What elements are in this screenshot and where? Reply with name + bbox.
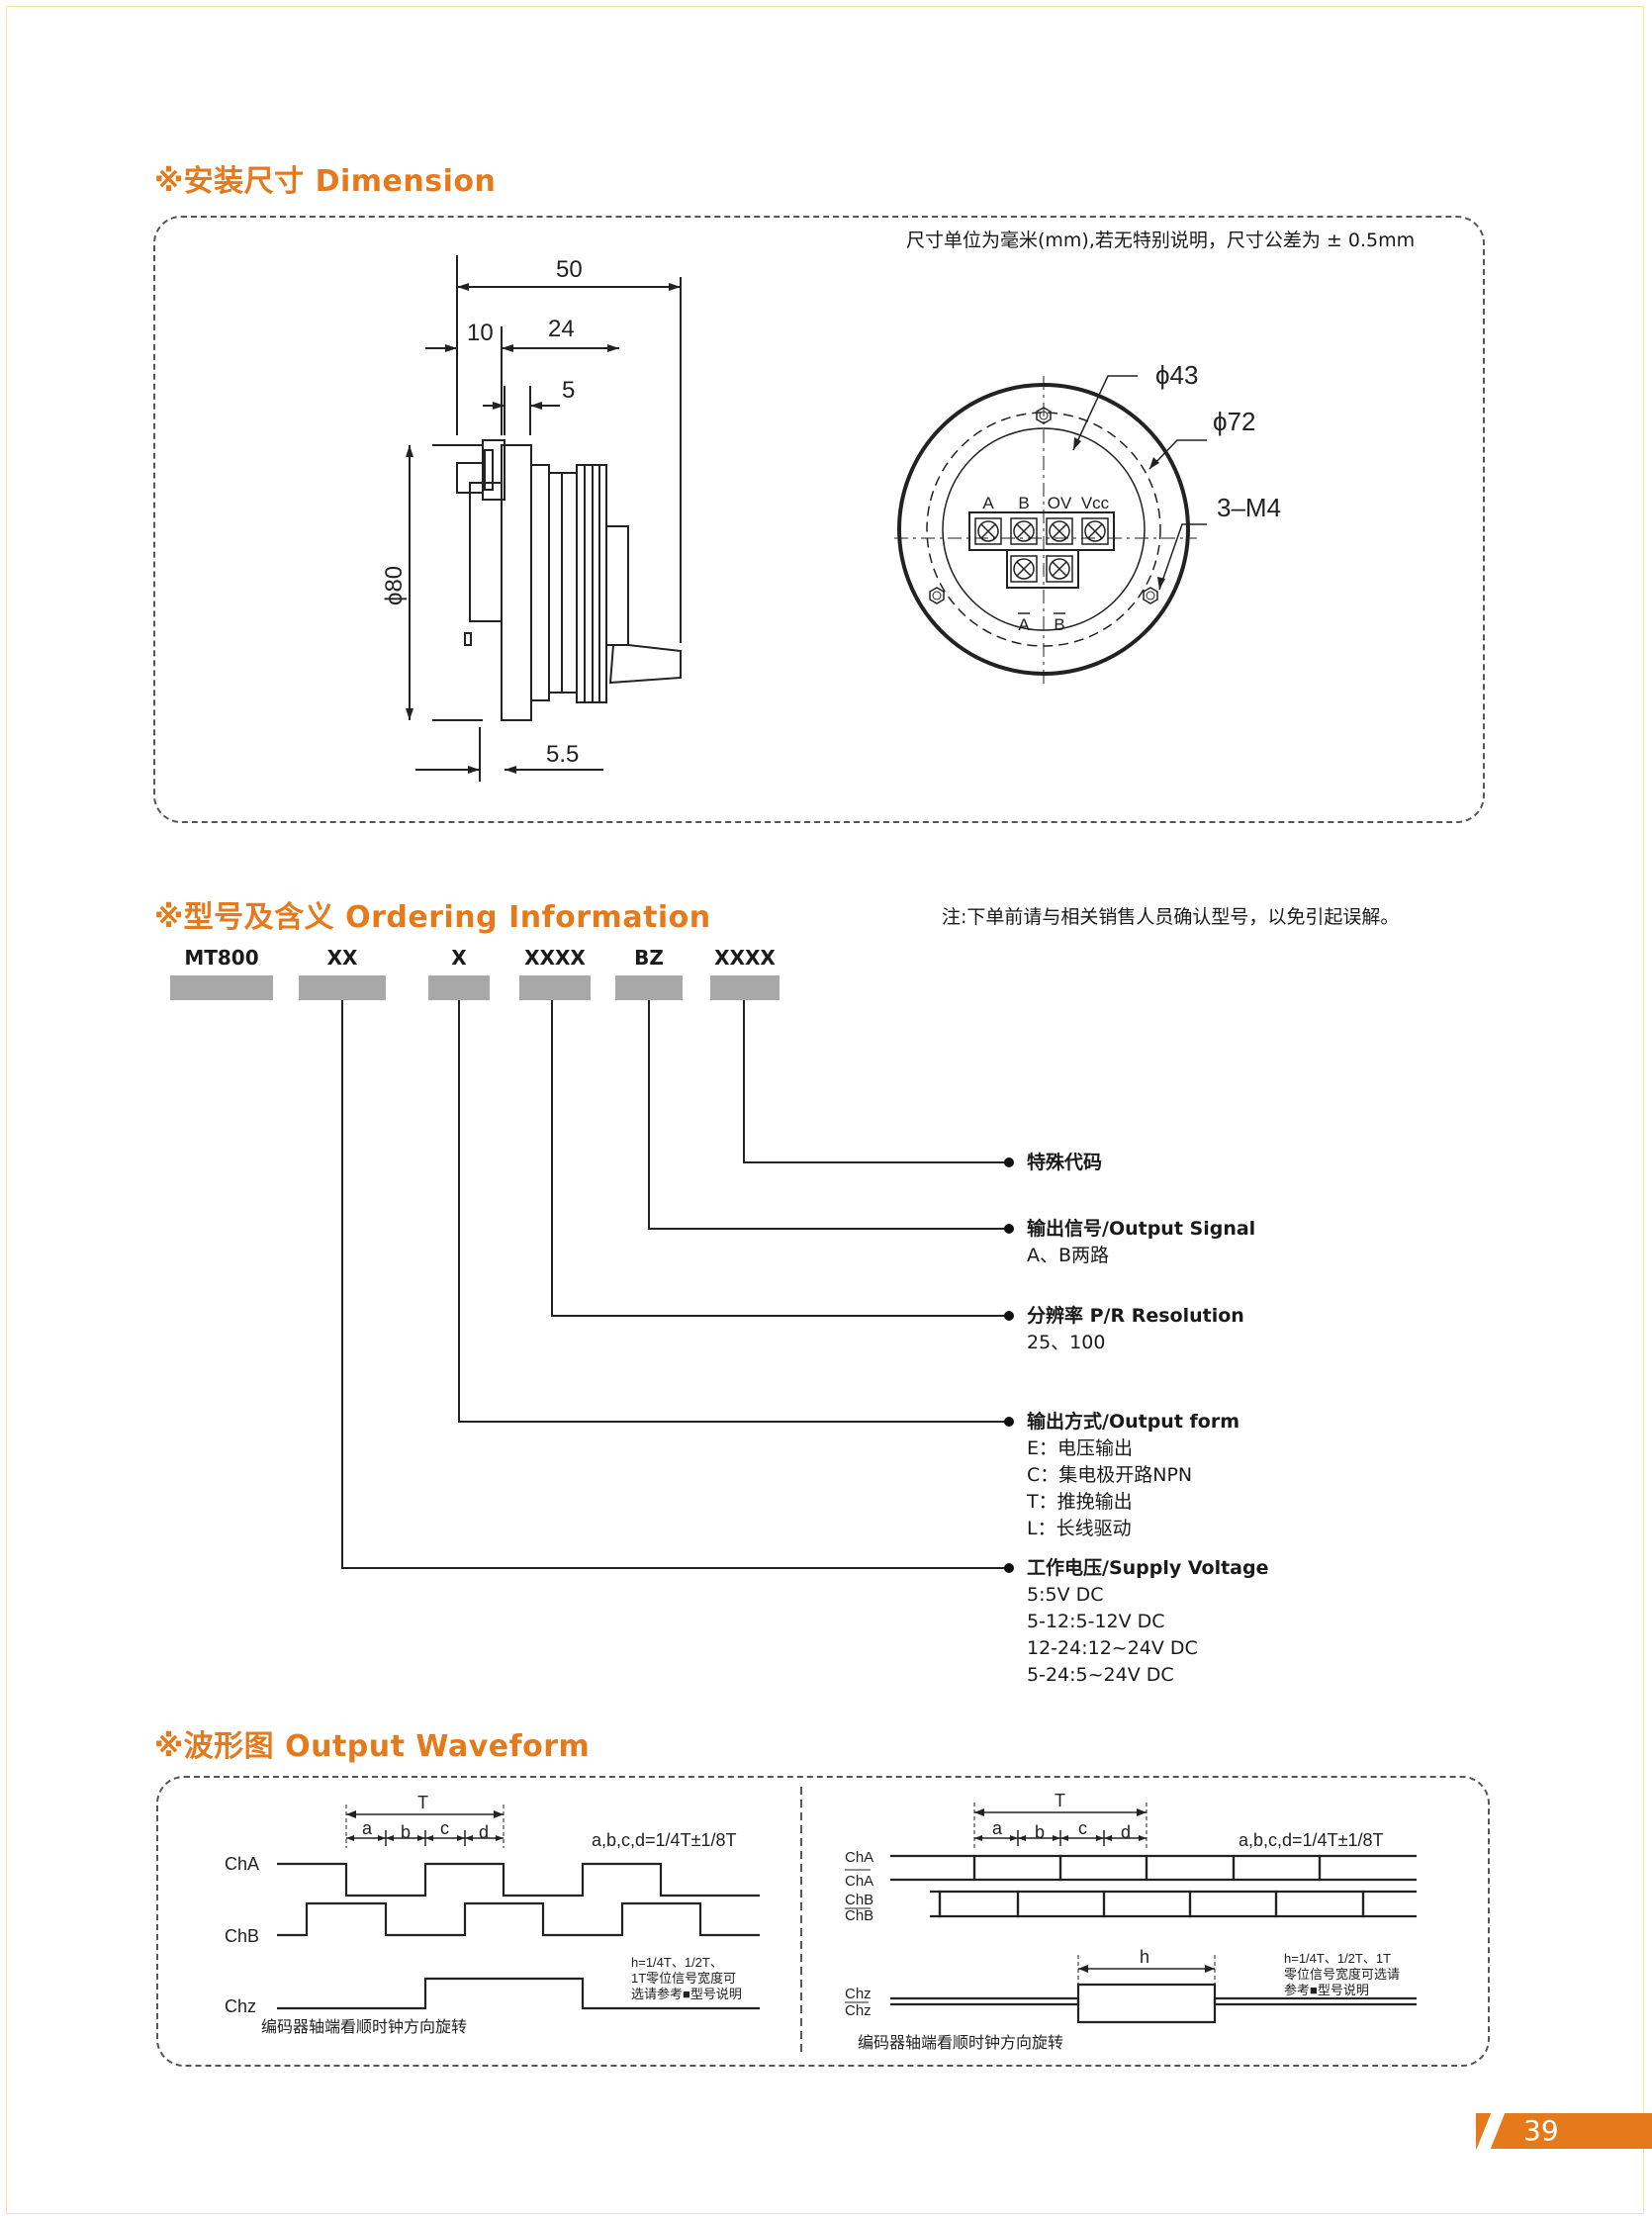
right-note-3: 参考■型号说明 bbox=[1284, 1983, 1369, 1997]
code-bar-voltage bbox=[299, 975, 386, 1000]
right-note-2: 零位信号宽度可选请 bbox=[1284, 1967, 1400, 1982]
left-d: d bbox=[479, 1822, 489, 1842]
dim-m4: 3–M4 bbox=[1217, 493, 1281, 522]
dim-24: 24 bbox=[548, 316, 575, 342]
left-a: a bbox=[362, 1818, 373, 1838]
left-c: c bbox=[440, 1818, 449, 1838]
output-form-e: E：电压输出 bbox=[1027, 1437, 1134, 1459]
left-caption: 编码器轴端看顺时钟方向旋转 bbox=[261, 2018, 467, 2036]
right-note-1: h=1/4T、1/2T、1T bbox=[1284, 1951, 1391, 1966]
ordering-item-resolution: 分辨率 P/R Resolution 25、100 bbox=[1027, 1303, 1244, 1356]
resolution-heading: 分辨率 P/R Resolution bbox=[1027, 1305, 1244, 1327]
ordering-item-output-form: 输出方式/Output form E：电压输出 C：集电极开路NPN T：推挽输… bbox=[1027, 1409, 1239, 1542]
code-resolution: XXXX bbox=[524, 946, 586, 970]
dim-5: 5 bbox=[562, 377, 575, 404]
right-period-t: T bbox=[1055, 1791, 1065, 1810]
right-h: h bbox=[1140, 1947, 1149, 1967]
left-label-chz: Chz bbox=[225, 1996, 256, 2016]
unit-note: 尺寸单位为毫米(mm),若无特别说明，尺寸公差为 ± 0.5mm bbox=[906, 230, 1416, 251]
output-form-t: T：推挽输出 bbox=[1027, 1491, 1133, 1513]
left-note-2: 1T零位信号宽度可 bbox=[631, 1971, 736, 1986]
left-b: b bbox=[401, 1822, 411, 1842]
terminal-vcc: Vcc bbox=[1081, 494, 1110, 512]
waveform-divider bbox=[800, 1787, 802, 2054]
supply-voltage-12-24: 12-24:12~24V DC bbox=[1027, 1637, 1198, 1659]
code-output-signal: BZ bbox=[634, 946, 664, 970]
supply-voltage-5: 5:5V DC bbox=[1027, 1584, 1104, 1606]
dim-43: ϕ43 bbox=[1155, 360, 1198, 390]
waveform-title: ※波形图 Output Waveform bbox=[154, 1729, 591, 1764]
dim-72: ϕ72 bbox=[1213, 407, 1255, 436]
right-label-cha: ChA bbox=[845, 1849, 873, 1866]
output-signal-heading: 输出信号/Output Signal bbox=[1027, 1218, 1256, 1240]
supply-voltage-5-12: 5-12:5-12V DC bbox=[1027, 1611, 1165, 1632]
right-label-chz: Chz bbox=[845, 1986, 872, 2002]
ordering-connectors bbox=[341, 1000, 1014, 1573]
output-signal-value: A、B两路 bbox=[1027, 1245, 1110, 1266]
dim-80: ϕ80 bbox=[381, 566, 408, 605]
waveform-left: T a b c d a,b,c,d=1/4T±1/8T ChA ChB Chz … bbox=[225, 1793, 760, 2036]
dim-10: 10 bbox=[467, 320, 494, 346]
code-bar-resolution bbox=[519, 975, 591, 1000]
left-period-t: T bbox=[417, 1793, 428, 1812]
right-label-chb: ChB bbox=[845, 1892, 873, 1908]
ordering-title: ※型号及含义 Ordering Information bbox=[154, 900, 711, 935]
dim-50: 50 bbox=[556, 256, 583, 283]
ordering-item-supply-voltage: 工作电压/Supply Voltage 5:5V DC 5-12:5-12V D… bbox=[1027, 1555, 1269, 1689]
waveform-box bbox=[156, 1776, 1490, 2067]
code-bar-output-signal bbox=[615, 975, 683, 1000]
ordering-note: 注:下单前请与相关销售人员确认型号，以免引起误解。 bbox=[942, 906, 1400, 928]
code-mt800: MT800 bbox=[184, 946, 259, 970]
terminal-a-bar: A bbox=[1018, 615, 1030, 634]
right-label-chz-bar: Chz bbox=[845, 2002, 872, 2019]
code-special: XXXX bbox=[714, 946, 776, 970]
left-note-3: 选请参考■型号说明 bbox=[631, 1987, 742, 2001]
output-form-l: L：长线驱动 bbox=[1027, 1518, 1132, 1539]
right-a: a bbox=[992, 1818, 1003, 1838]
ordering-item-special: 特殊代码 bbox=[1027, 1150, 1102, 1176]
code-bar-mt800 bbox=[170, 975, 273, 1000]
code-voltage: XX bbox=[326, 946, 358, 970]
side-view-drawing: 50 10 24 5 5.5 ϕ80 bbox=[381, 255, 682, 782]
right-caption: 编码器轴端看顺时钟方向旋转 bbox=[858, 2034, 1063, 2052]
code-output-form: X bbox=[451, 946, 467, 970]
right-label-chb-bar: ChB bbox=[845, 1907, 873, 1924]
page-number: 39 bbox=[1476, 2113, 1652, 2149]
front-view-drawing: ϕ43 ϕ72 3–M4 A B OV Vcc A B bbox=[894, 360, 1281, 688]
terminal-b-bar: B bbox=[1054, 615, 1064, 634]
supply-voltage-5-24: 5-24:5~24V DC bbox=[1027, 1664, 1174, 1686]
supply-voltage-heading: 工作电压/Supply Voltage bbox=[1027, 1557, 1269, 1579]
special-code-heading: 特殊代码 bbox=[1027, 1152, 1103, 1173]
code-bar-output-form bbox=[428, 975, 490, 1000]
terminal-0v: OV bbox=[1048, 494, 1072, 512]
waveform-right: T a b c d a,b,c,d=1/4T±1/8T h ChA ChA Ch… bbox=[845, 1791, 1417, 2052]
left-note-1: h=1/4T、1/2T、 bbox=[631, 1955, 723, 1970]
dimension-box bbox=[153, 216, 1485, 823]
right-b: b bbox=[1035, 1822, 1045, 1842]
dimension-title: ※安装尺寸 Dimension bbox=[154, 164, 497, 199]
ordering-item-output-signal: 输出信号/Output Signal A、B两路 bbox=[1027, 1216, 1255, 1269]
dim-5-5: 5.5 bbox=[546, 741, 579, 768]
left-formula: a,b,c,d=1/4T±1/8T bbox=[592, 1830, 736, 1850]
right-d: d bbox=[1121, 1822, 1131, 1842]
output-form-heading: 输出方式/Output form bbox=[1027, 1411, 1240, 1433]
right-formula: a,b,c,d=1/4T±1/8T bbox=[1239, 1830, 1383, 1850]
terminal-a: A bbox=[982, 494, 994, 512]
output-form-c: C：集电极开路NPN bbox=[1027, 1464, 1193, 1486]
right-c: c bbox=[1078, 1818, 1087, 1838]
left-label-cha: ChA bbox=[225, 1854, 259, 1874]
left-label-chb: ChB bbox=[225, 1926, 259, 1946]
page-frame bbox=[6, 6, 1644, 2214]
resolution-value: 25、100 bbox=[1027, 1332, 1106, 1353]
code-bar-special bbox=[710, 975, 780, 1000]
terminal-b: B bbox=[1018, 494, 1029, 512]
right-label-cha-bar: ChA bbox=[845, 1873, 873, 1890]
